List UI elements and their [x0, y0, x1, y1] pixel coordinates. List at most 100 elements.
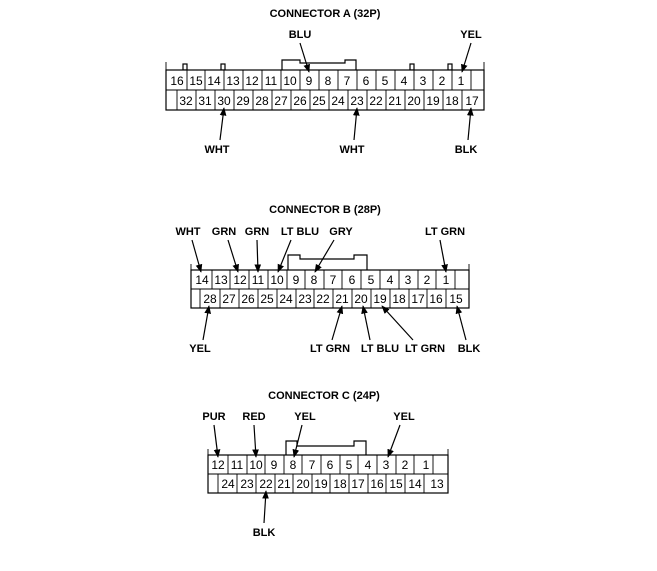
wire-label: YEL: [189, 343, 211, 355]
connector-b-pin: 21: [335, 292, 349, 306]
connector-b-pin: 26: [241, 292, 255, 306]
connector-c-pin: 11: [231, 458, 244, 472]
connector-a-pin: 24: [331, 94, 345, 108]
connector-a-pin: 25: [312, 94, 326, 108]
connector-a-latch: [182, 63, 188, 71]
connector-c-pin: 18: [333, 477, 347, 491]
wire-label: GRY: [329, 226, 353, 238]
connector-c-pin: 24: [221, 477, 235, 491]
connector-a-pin: 28: [255, 94, 269, 108]
connector-c-lock-tab: [285, 440, 367, 455]
connector-c-pin: 3: [383, 458, 390, 472]
connector-c-pin: 13: [430, 477, 444, 491]
connector-a-pin: 16: [170, 74, 184, 88]
connector-a-pin: 6: [363, 74, 370, 88]
connector-a-pin: 1: [458, 74, 465, 88]
wire-label: RED: [242, 411, 265, 423]
connector-c-pin: 10: [249, 458, 263, 472]
connector-a-pin: 7: [344, 74, 351, 88]
connector-b-pin: 27: [222, 292, 236, 306]
connector-b-lock-tab: [287, 254, 368, 270]
connector-c-pin: 12: [211, 458, 225, 472]
connector-c-pin: 14: [408, 477, 422, 491]
connector-a-pin: 27: [274, 94, 288, 108]
connector-b-pin: 24: [279, 292, 293, 306]
connector-b-pin: 18: [392, 292, 406, 306]
connector-b-pin: 19: [373, 292, 387, 306]
wire-label: LT GRN: [405, 343, 445, 355]
wire-label: LT BLU: [281, 226, 319, 238]
wire-label: BLU: [289, 29, 312, 41]
connector-c-pin: 20: [296, 477, 310, 491]
connector-a-pin: 32: [179, 94, 193, 108]
connector-a-pin: 18: [445, 94, 459, 108]
connector-a-pin: 3: [420, 74, 427, 88]
wire-label: LT GRN: [310, 343, 350, 355]
connector-c-pin: 22: [259, 477, 273, 491]
connector-c-pin: 15: [389, 477, 403, 491]
connector-a-pin: 19: [426, 94, 440, 108]
connector-b-pin: 2: [424, 273, 431, 287]
wire-label: YEL: [294, 411, 316, 423]
connector-c: CONNECTOR C (24P) 12 11 10 9 8 7: [202, 390, 449, 539]
connector-a-pin: 23: [350, 94, 364, 108]
connector-a-pin: 21: [388, 94, 402, 108]
connector-c-pin: 2: [402, 458, 409, 472]
connector-a-pin: 26: [293, 94, 307, 108]
connector-b-pin: 23: [298, 292, 312, 306]
connector-b-pin: 28: [203, 292, 217, 306]
connector-c-pin: 1: [423, 458, 430, 472]
connector-a-latch: [220, 63, 226, 71]
connector-a-pin: 8: [325, 74, 332, 88]
connector-a-pin: 30: [217, 94, 231, 108]
connector-c-pin: 9: [271, 458, 278, 472]
connector-a-pin: 15: [189, 74, 203, 88]
connector-c-pin: 6: [327, 458, 334, 472]
connector-b-pin: 22: [316, 292, 330, 306]
connector-a-latch: [447, 63, 453, 71]
connector-a-pin: 29: [236, 94, 250, 108]
wire-label: LT BLU: [361, 343, 399, 355]
connector-c-pin: 16: [370, 477, 384, 491]
wire-label: YEL: [460, 29, 482, 41]
connector-b-pin: 20: [354, 292, 368, 306]
connector-a: CONNECTOR A (32P): [165, 8, 485, 156]
connector-c-pin: 8: [290, 458, 297, 472]
connector-c-pin: 23: [240, 477, 254, 491]
wire-label: YEL: [393, 411, 415, 423]
connector-c-pin: 4: [365, 458, 372, 472]
connector-b-pin: 8: [311, 273, 318, 287]
connector-a-pin: 5: [382, 74, 389, 88]
connector-c-pin: 7: [309, 458, 316, 472]
connector-a-pin: 11: [265, 74, 278, 88]
connector-b-pin: 11: [252, 273, 265, 287]
connector-b-pin: 3: [405, 273, 412, 287]
wire-label: PUR: [202, 411, 225, 423]
connector-b-pin: 7: [330, 273, 337, 287]
connector-b: CONNECTOR B (28P) 14 13 12 11: [175, 204, 480, 355]
wire-label: BLK: [455, 144, 478, 156]
connector-a-title: CONNECTOR A (32P): [270, 8, 381, 20]
connector-b-pin: 14: [195, 273, 209, 287]
connector-a-pin: 9: [306, 74, 313, 88]
connector-c-pin: 19: [314, 477, 328, 491]
connector-b-pin: 9: [293, 273, 300, 287]
connector-b-pin: 13: [214, 273, 228, 287]
connector-b-pin: 25: [260, 292, 274, 306]
connector-a-pin: 22: [369, 94, 383, 108]
wire-label: BLK: [253, 527, 276, 539]
wire-label: WHT: [204, 144, 229, 156]
connector-b-title: CONNECTOR B (28P): [269, 204, 381, 216]
connector-a-pin: 14: [207, 74, 221, 88]
connector-c-title: CONNECTOR C (24P): [268, 390, 380, 402]
connector-a-pin: 4: [401, 74, 408, 88]
connector-a-pin: 17: [465, 94, 479, 108]
wire-label: GRN: [245, 226, 270, 238]
connector-c-pin: 5: [346, 458, 353, 472]
wire-label: WHT: [175, 226, 200, 238]
connector-b-pin: 10: [270, 273, 284, 287]
wire-label: GRN: [212, 226, 237, 238]
connector-b-pin: 15: [449, 292, 463, 306]
connector-a-pin: 20: [407, 94, 421, 108]
